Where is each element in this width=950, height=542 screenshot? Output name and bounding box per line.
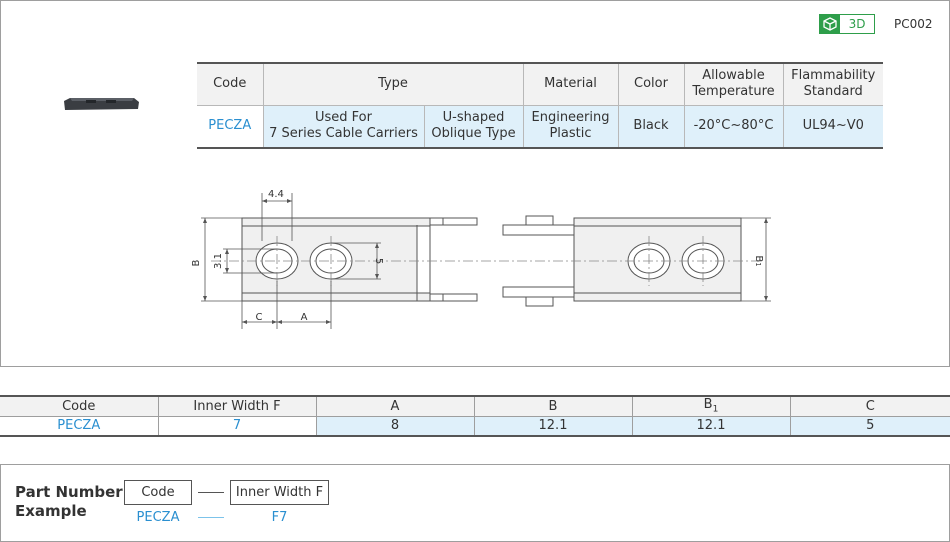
- dim-header-inner-width: Inner Width F: [157, 395, 317, 417]
- dim-3-1-label: 3.1: [213, 253, 224, 269]
- header-flammability-line1: Flammability: [791, 68, 876, 84]
- part-number-title-line1: Part Number: [15, 483, 123, 501]
- product-thumbnail: [64, 98, 139, 110]
- dim-header-b1-sub: 1: [712, 405, 719, 416]
- cube-icon: [820, 15, 840, 33]
- dim-b1-value: 12.1: [631, 415, 791, 437]
- dim-c-value: 5: [789, 415, 950, 437]
- dim-code-link[interactable]: PECZA: [0, 415, 159, 437]
- color-cell: Black: [618, 105, 685, 149]
- flammability-cell: UL94~V0: [783, 105, 883, 149]
- part-number-title-line2: Example: [15, 502, 87, 520]
- dim-b1-sub: 1: [754, 262, 762, 266]
- table-header-row: Code Type Material Color Allowable Tempe…: [197, 62, 883, 106]
- dimension-panel: Code Inner Width F A B B1 C PECZA 7 8 12…: [0, 395, 950, 438]
- dim-header-b1: B1: [631, 395, 791, 417]
- pn-connector: [198, 492, 224, 493]
- dim-b-label: B: [191, 259, 202, 266]
- type-cell-1-line2: 7 Series Cable Carriers: [269, 126, 418, 142]
- left-bottom-tab: [429, 293, 478, 302]
- header-flammability: Flammability Standard: [783, 62, 883, 106]
- header-code: Code: [197, 62, 264, 106]
- left-bottom-rail: [241, 292, 431, 302]
- right-top-tab: [502, 224, 575, 236]
- part-number-title: Part Number Example: [15, 483, 123, 521]
- dim-header-c: C: [789, 395, 950, 417]
- material-cell: Engineering Plastic: [523, 105, 619, 149]
- pn-code-box: Code: [124, 480, 192, 505]
- left-top-rail: [241, 217, 431, 227]
- right-bottom-tab: [502, 286, 575, 298]
- header-flammability-line2: Standard: [803, 84, 863, 100]
- dim-header-a: A: [315, 395, 475, 417]
- 3d-view-button[interactable]: 3D: [819, 14, 875, 34]
- header-temperature: Allowable Temperature: [684, 62, 784, 106]
- code-link[interactable]: PECZA: [197, 105, 264, 149]
- header-temperature-line1: Allowable: [702, 68, 765, 84]
- type-cell-1: Used For 7 Series Cable Carriers: [263, 105, 425, 149]
- part-number-example-panel: Part Number Example Code Inner Width F P…: [0, 464, 950, 542]
- dimension-table: Code Inner Width F A B B1 C PECZA 7 8 12…: [0, 395, 950, 437]
- type-cell-1-line1: Used For: [315, 110, 372, 126]
- type-spec-table: Code Type Material Color Allowable Tempe…: [197, 62, 883, 149]
- product-spec-panel: 3D PC002 Code Type Material Color Allowa…: [0, 0, 950, 367]
- dim-a-label: A: [301, 312, 308, 323]
- dim-b1-label: B1: [753, 255, 764, 266]
- left-top-tab: [429, 217, 478, 226]
- type-cell-2: U-shaped Oblique Type: [424, 105, 524, 149]
- pn-value-connector: [198, 517, 224, 518]
- table-row: PECZA Used For 7 Series Cable Carriers U…: [197, 105, 883, 149]
- product-code: PC002: [894, 17, 933, 31]
- header-temperature-line2: Temperature: [692, 84, 775, 100]
- dim-header-b1-main: B: [703, 397, 713, 413]
- header-color: Color: [618, 62, 685, 106]
- technical-drawing: 4.4 B 3.1 5 C A B1: [191, 189, 771, 329]
- dim-5-label: 5: [373, 258, 384, 264]
- type-cell-2-line1: U-shaped: [442, 110, 505, 126]
- dim-b-value: 12.1: [473, 415, 633, 437]
- dim-a-value: 8: [315, 415, 475, 437]
- dim-b1-main: B: [753, 255, 764, 262]
- temperature-cell: -20°C~80°C: [684, 105, 784, 149]
- material-line2: Plastic: [549, 126, 592, 142]
- pn-inner-width-box: Inner Width F: [230, 480, 329, 505]
- dim-header-b: B: [473, 395, 633, 417]
- header-material: Material: [523, 62, 619, 106]
- header-type: Type: [263, 62, 524, 106]
- table-row: PECZA 7 8 12.1 12.1 5: [0, 415, 950, 437]
- material-line1: Engineering: [531, 110, 610, 126]
- dim-4-4-label: 4.4: [268, 189, 284, 200]
- dim-c-label: C: [256, 312, 263, 323]
- dim-header-row: Code Inner Width F A B B1 C: [0, 395, 950, 417]
- dim-inner-width-link[interactable]: 7: [157, 415, 317, 437]
- 3d-label: 3D: [848, 17, 866, 31]
- type-cell-2-line2: Oblique Type: [431, 126, 516, 142]
- dim-header-code: Code: [0, 395, 159, 417]
- pn-inner-width-value: F7: [271, 510, 288, 525]
- pn-code-value: PECZA: [136, 510, 180, 525]
